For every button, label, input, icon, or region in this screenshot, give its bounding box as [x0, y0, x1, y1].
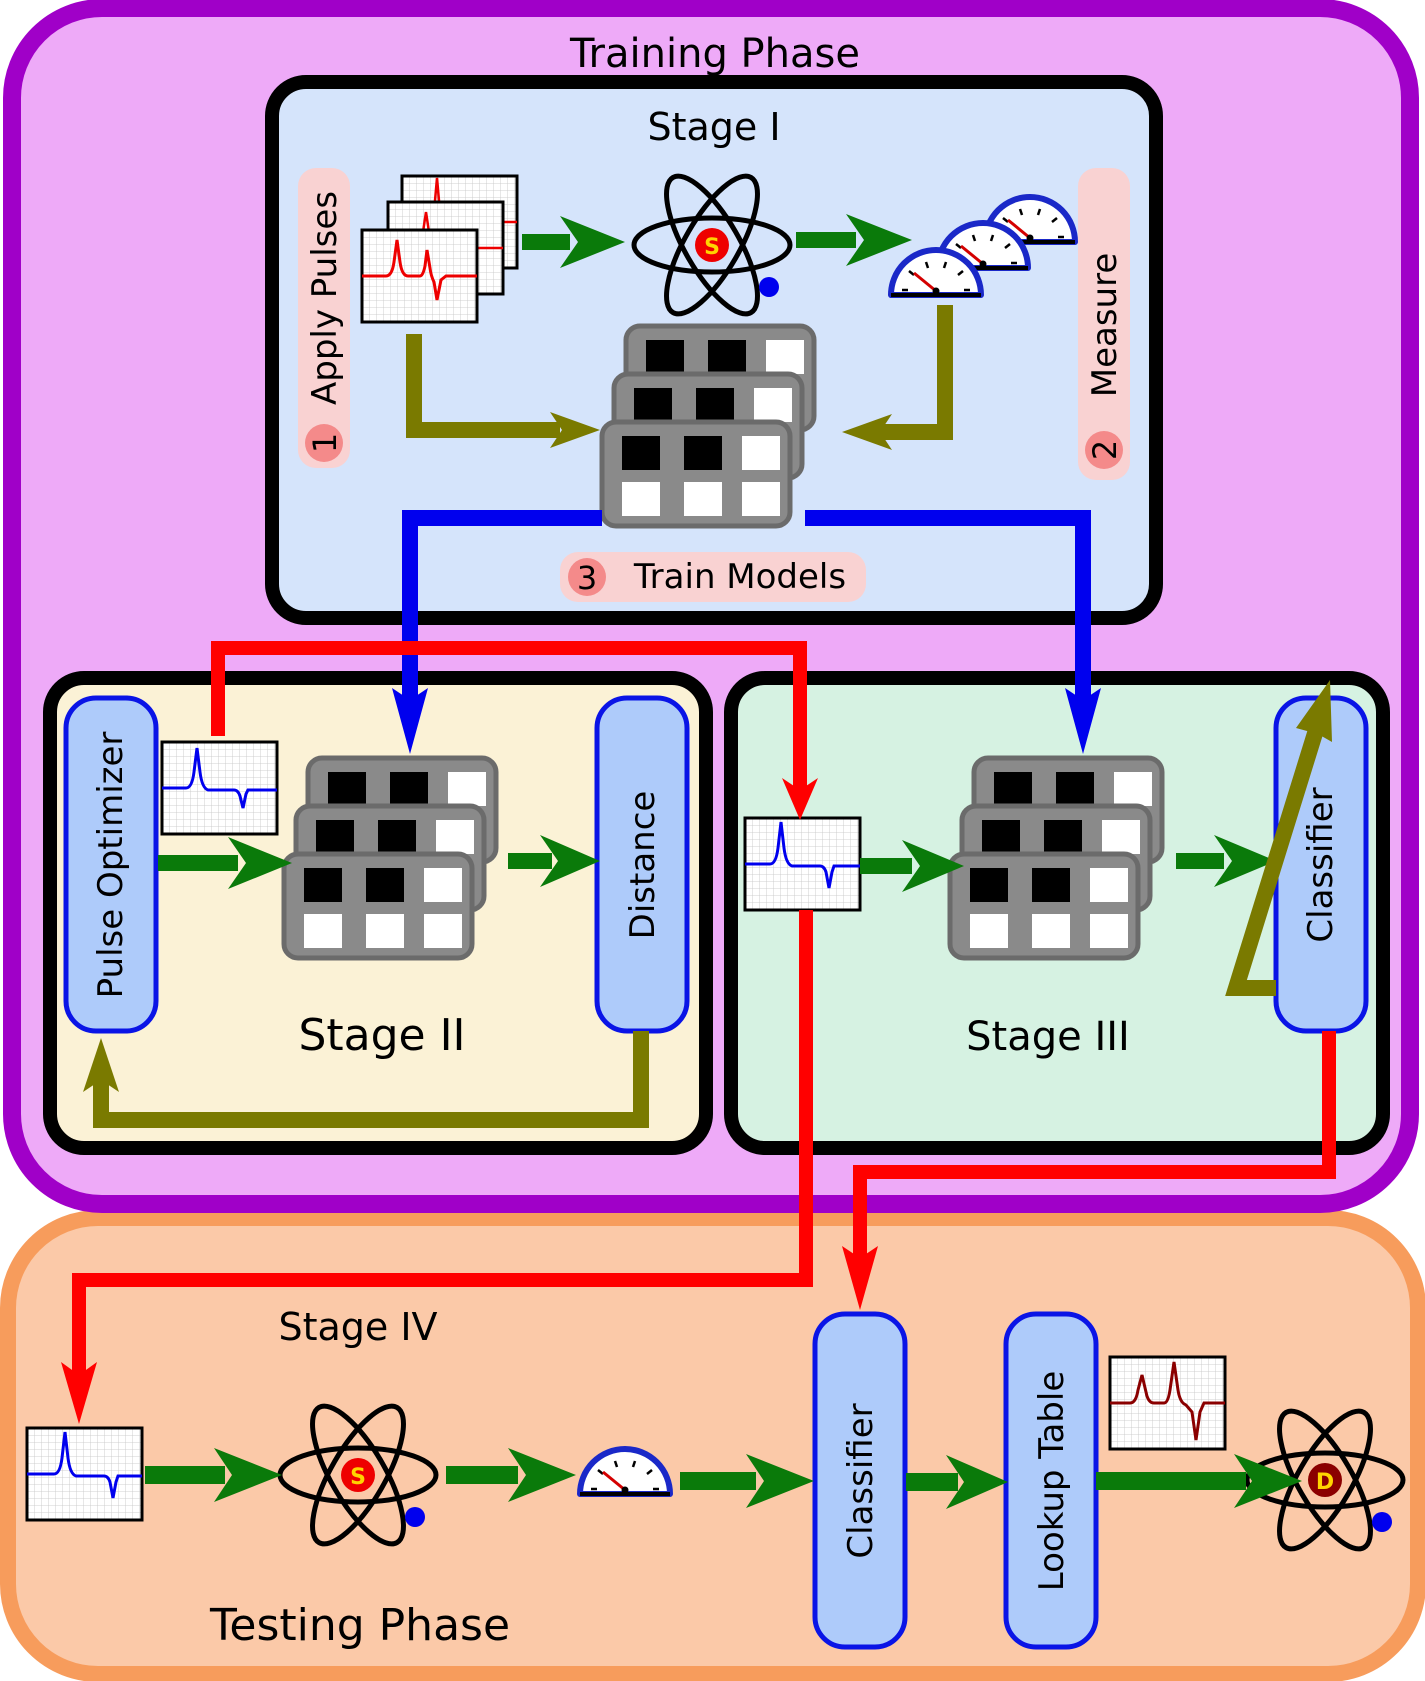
- measure-label: Measure: [1085, 253, 1125, 398]
- step-badge-1: [305, 424, 343, 462]
- detected-symbol: D: [1316, 1470, 1334, 1495]
- stage1-title: Stage I: [647, 105, 780, 149]
- blue-model-arrows: [392, 510, 1101, 754]
- stage3-green-arrows: [860, 835, 1276, 892]
- pulse-optimizer-label: Pulse Optimizer: [91, 732, 131, 999]
- pulse-optimizer-box: Pulse Optimizer: [63, 695, 159, 1034]
- distance-label: Distance: [623, 791, 663, 940]
- measure-step: 2 Measure: [1078, 168, 1130, 480]
- stage3-models-stack: [950, 758, 1162, 958]
- stage2-title: Stage II: [298, 1010, 465, 1061]
- stage1-olive-arrows: [406, 305, 953, 450]
- stage2-olive-loop: [83, 1031, 649, 1128]
- stage4-title: Stage IV: [278, 1305, 437, 1349]
- stage4-system-symbol: S: [350, 1465, 366, 1490]
- detected-state-atom-icon: D: [1247, 1399, 1403, 1561]
- step-number-1: 1: [306, 433, 344, 453]
- stage4-quantum-system-icon: S: [280, 1394, 436, 1556]
- stage4-green-arrows: [145, 1448, 1302, 1509]
- system-symbol: S: [704, 235, 720, 260]
- stage4-classifier-box: Classifier: [812, 1311, 908, 1650]
- stage4-classifier-label: Classifier: [841, 1403, 881, 1558]
- distance-box: Distance: [594, 695, 690, 1034]
- step-badge-3: [568, 558, 606, 596]
- stage2-models-stack: [284, 758, 496, 958]
- train-models-label: Train Models: [633, 557, 846, 597]
- apply-pulses-label: Apply Pulses: [305, 191, 345, 405]
- lookup-table-label: Lookup Table: [1032, 1371, 1072, 1591]
- pulse-chart-stack: [360, 174, 519, 324]
- testing-phase-title: Testing Phase: [209, 1600, 510, 1651]
- step-number-3: 3: [577, 559, 597, 597]
- step-badge-2: [1085, 431, 1123, 469]
- stage1-green-arrows: [522, 214, 912, 268]
- stage3-classifier-label: Classifier: [1301, 787, 1341, 942]
- reference-pulse-chart: [1108, 1355, 1227, 1451]
- stage3-classifier-box: Classifier: [1273, 695, 1369, 1034]
- red-arrow-heads: [61, 778, 878, 1424]
- stage3-title: Stage III: [966, 1014, 1130, 1060]
- trained-models-stack: [602, 326, 814, 526]
- red-flow-arrows: [72, 641, 1336, 1375]
- lookup-table-box: Lookup Table: [1003, 1311, 1099, 1650]
- quantum-system-atom-icon: S: [634, 164, 790, 326]
- training-phase-title: Training Phase: [569, 31, 860, 77]
- stage4-pulse-chart: [25, 1426, 144, 1522]
- stage2-green-arrows: [158, 835, 600, 889]
- train-models-step: 3 Train Models: [560, 552, 866, 602]
- stage3-pulse-chart: [743, 816, 862, 912]
- optimized-pulse-chart: [160, 740, 279, 836]
- stage3-olive-arrow: [1225, 680, 1332, 996]
- step-number-2: 2: [1086, 440, 1124, 460]
- apply-pulses-step: 1 Apply Pulses: [298, 168, 350, 468]
